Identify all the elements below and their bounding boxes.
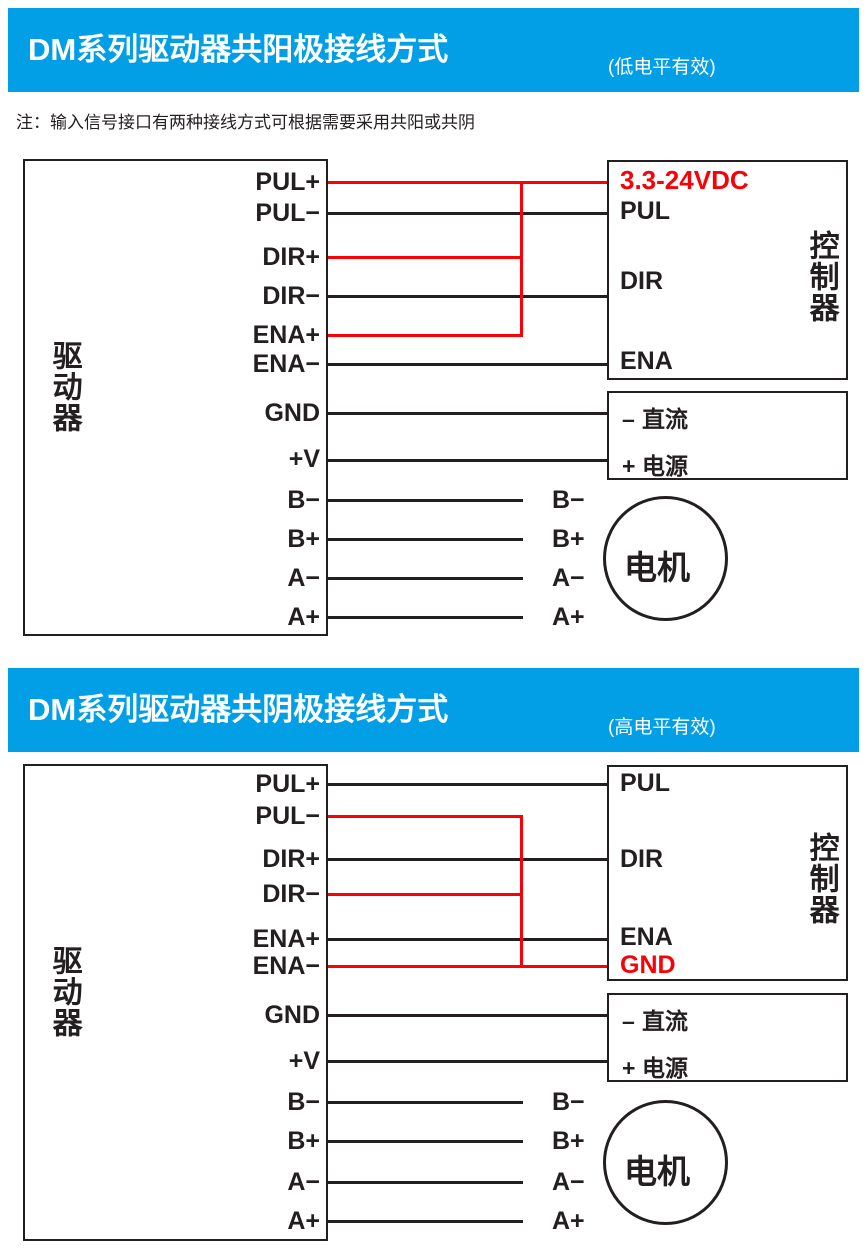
wire-dir-minus-2 <box>328 893 523 896</box>
wire-ena-plus-2 <box>328 938 608 941</box>
controller-terminal-ena-1: ENA <box>620 347 673 375</box>
wire-b-minus-2 <box>328 1101 523 1104</box>
power-supply-positive-text-2: 电源 <box>642 1055 688 1081</box>
driver-terminal-b-plus-1: B+ <box>287 525 320 553</box>
power-supply-negative-2: –直流 <box>622 1002 688 1036</box>
driver-terminal-gnd-1: GND <box>264 399 320 427</box>
banner-common-cathode: DM系列驱动器共阴极接线方式 (高电平有效) <box>8 668 859 752</box>
motor-label-2: 电机 <box>624 1153 690 1190</box>
banner-subtitle-2: (高电平有效) <box>608 717 716 738</box>
banner-subtitle-1: (低电平有效) <box>608 57 716 78</box>
driver-terminal-ena-minus-2: ENA− <box>252 952 320 980</box>
driver-terminal-dir-plus-1: DIR+ <box>262 243 320 271</box>
wire-gnd-1 <box>328 412 608 415</box>
wire-b-plus-2 <box>328 1140 523 1143</box>
controller-label-1: 控制器 <box>804 230 838 323</box>
controller-box-2 <box>607 765 848 981</box>
controller-terminal-gnd-2: GND <box>620 951 676 979</box>
motor-label-1: 电机 <box>624 549 690 586</box>
banner-title-1: DM系列驱动器共阳极接线方式 <box>28 32 449 67</box>
banner-title-2: DM系列驱动器共阴极接线方式 <box>28 692 449 727</box>
controller-terminal-pul-1: PUL <box>620 197 670 225</box>
motor-terminal-b-plus-2: B+ <box>552 1127 585 1155</box>
wire-b-plus-1 <box>328 538 523 541</box>
wire-dir-plus-1 <box>328 256 523 259</box>
motor-circle-2 <box>603 1100 728 1225</box>
motor-terminal-b-minus-2: B− <box>552 1088 585 1116</box>
wire-pul-minus-2 <box>328 815 523 818</box>
driver-terminal-dir-minus-1: DIR− <box>262 282 320 310</box>
driver-terminal-ena-plus-2: ENA+ <box>252 925 320 953</box>
power-supply-negative-text-1: 直流 <box>642 406 688 432</box>
wire-a-plus-2 <box>328 1220 523 1223</box>
power-supply-negative-text-2: 直流 <box>642 1008 688 1034</box>
driver-terminal-vplus-1: +V <box>288 445 320 473</box>
wire-ena-minus-2 <box>328 965 848 968</box>
power-supply-positive-1: +电源 <box>622 447 688 481</box>
wire-ena-plus-1 <box>328 334 523 337</box>
driver-terminal-a-minus-1: A− <box>287 564 320 592</box>
driver-terminal-b-plus-2: B+ <box>287 1127 320 1155</box>
wire-gnd-2 <box>328 1014 608 1017</box>
controller-label-2: 控制器 <box>804 832 838 925</box>
wire-a-minus-2 <box>328 1181 523 1184</box>
power-supply-positive-2: +电源 <box>622 1049 688 1083</box>
motor-terminal-b-minus-1: B− <box>552 486 585 514</box>
power-supply-box-1 <box>607 391 848 480</box>
wire-pul-plus-1 <box>328 181 848 184</box>
driver-terminal-pul-plus-1: PUL+ <box>255 168 320 196</box>
wire-vplus-1 <box>328 459 608 462</box>
motor-terminal-a-minus-2: A− <box>552 1168 585 1196</box>
banner-common-anode: DM系列驱动器共阳极接线方式 (低电平有效) <box>8 8 859 92</box>
driver-terminal-b-minus-2: B− <box>287 1088 320 1116</box>
driver-box-2 <box>23 764 328 1241</box>
driver-terminal-a-minus-2: A− <box>287 1168 320 1196</box>
driver-label-1: 驱动器 <box>47 340 81 433</box>
motor-terminal-a-minus-1: A− <box>552 564 585 592</box>
driver-terminal-b-minus-1: B− <box>287 486 320 514</box>
motor-terminal-a-plus-2: A+ <box>552 1207 585 1235</box>
motor-terminal-a-plus-1: A+ <box>552 603 585 631</box>
wire-a-plus-1 <box>328 616 523 619</box>
wire-vplus-2 <box>328 1060 608 1063</box>
controller-terminal-dir-1: DIR <box>620 267 664 295</box>
power-supply-positive-sign-2: + <box>622 1055 636 1081</box>
wire-a-minus-1 <box>328 577 523 580</box>
wire-pul-plus-2 <box>328 783 608 786</box>
wire-dir-minus-1 <box>328 295 608 298</box>
driver-terminal-ena-minus-1: ENA− <box>252 350 320 378</box>
driver-terminal-a-plus-2: A+ <box>287 1207 320 1235</box>
driver-terminal-ena-plus-1: ENA+ <box>252 321 320 349</box>
power-supply-negative-sign-1: – <box>622 406 635 432</box>
wire-red-bus-2 <box>520 815 523 968</box>
wire-b-minus-1 <box>328 499 523 502</box>
driver-terminal-dir-minus-2: DIR− <box>262 880 320 908</box>
note-text: 注：输入信号接口有两种接线方式可根据需要采用共阳或共阴 <box>16 113 475 132</box>
driver-terminal-pul-minus-1: PUL− <box>255 199 320 227</box>
power-supply-negative-sign-2: – <box>622 1008 635 1034</box>
driver-terminal-a-plus-1: A+ <box>287 603 320 631</box>
controller-terminal-vdc-1: 3.3-24VDC <box>620 165 749 195</box>
driver-box-1 <box>23 159 328 636</box>
motor-circle-1 <box>603 496 728 621</box>
wire-red-bus-1 <box>520 181 523 337</box>
power-supply-negative-1: –直流 <box>622 400 688 434</box>
wire-dir-plus-2 <box>328 858 608 861</box>
driver-terminal-pul-minus-2: PUL− <box>255 802 320 830</box>
motor-terminal-b-plus-1: B+ <box>552 525 585 553</box>
controller-box-1 <box>607 160 848 380</box>
driver-terminal-dir-plus-2: DIR+ <box>262 845 320 873</box>
driver-terminal-pul-plus-2: PUL+ <box>255 770 320 798</box>
controller-terminal-dir-2: DIR <box>620 845 664 873</box>
wire-pul-minus-1 <box>328 212 608 215</box>
driver-terminal-gnd-2: GND <box>264 1001 320 1029</box>
controller-terminal-pul-2: PUL <box>620 769 670 797</box>
driver-terminal-vplus-2: +V <box>288 1047 320 1075</box>
driver-label-2: 驱动器 <box>47 945 81 1038</box>
controller-terminal-ena-2: ENA <box>620 923 673 951</box>
power-supply-box-2 <box>607 993 848 1082</box>
power-supply-positive-text-1: 电源 <box>642 453 688 479</box>
power-supply-positive-sign-1: + <box>622 453 636 479</box>
wire-ena-minus-1 <box>328 363 608 366</box>
